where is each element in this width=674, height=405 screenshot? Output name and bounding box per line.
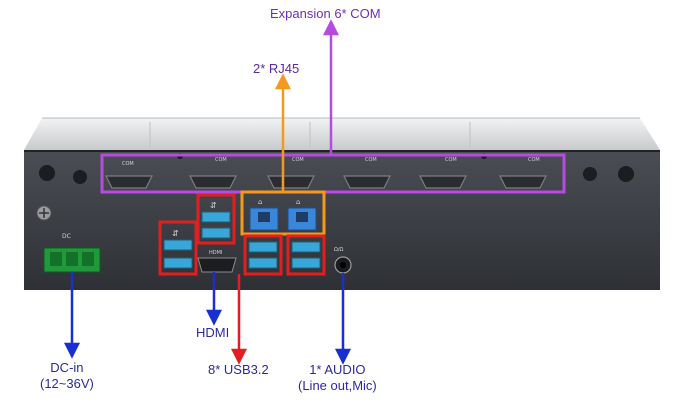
com-port: COM [267, 157, 315, 189]
com-port: COM [105, 161, 153, 189]
usb-arrow [230, 274, 248, 365]
lan-icon: ⌂ [296, 198, 300, 206]
com-port-label: COM [365, 157, 377, 163]
dc-label: DC [62, 233, 71, 240]
audio-label: 1* AUDIO (Line out,Mic) [298, 362, 377, 394]
hdmi-port-label: HDMI [209, 250, 222, 256]
chassis-top [24, 117, 660, 150]
hdmi-arrow [205, 272, 223, 326]
com-port-label: COM [528, 157, 540, 163]
com-port: COM [189, 157, 237, 189]
com-arrow [322, 19, 340, 155]
hdmi-port: HDMI [197, 250, 237, 273]
lan-icon: ⌂ [258, 198, 262, 206]
com-port-label: COM [215, 157, 227, 163]
com-port: COM [343, 157, 391, 189]
com-port: COM [419, 157, 467, 189]
com-port: COM [499, 157, 547, 189]
audio-label-line1: 1* AUDIO [309, 362, 366, 377]
usb-icon: ⇵ [210, 201, 217, 210]
com-ports: COM COM COM COM COM COM [105, 157, 547, 189]
dcin-label-line1: DC-in [50, 360, 84, 375]
com-port-label: COM [445, 157, 457, 163]
expansion-com-label: Expansion 6* COM [270, 6, 381, 21]
usb-ports: ⇵ ⇵ [163, 201, 321, 269]
dcin-label: DC-in (12~36V) [40, 360, 94, 392]
hdmi-label: HDMI [196, 325, 230, 340]
com-callout-box [100, 153, 566, 194]
com-port-label: COM [122, 161, 134, 167]
dc-in-terminal: DC [43, 233, 101, 273]
rj45-ports: ⌂ ⌂ [249, 198, 317, 231]
audio-jack-label: Ω/Ω [334, 247, 344, 253]
usb-callout-boxes [158, 193, 326, 276]
dcin-label-line2: (12~36V) [40, 376, 94, 391]
rj45-label: 2* RJ45 [253, 61, 300, 76]
usb-label: 8* USB3.2 [208, 362, 269, 377]
com-port-label: COM [292, 157, 304, 163]
rj45-arrow [274, 73, 292, 192]
dcin-arrow [63, 272, 81, 359]
ground-screw [36, 205, 52, 221]
usb-icon: ⇵ [172, 229, 179, 238]
audio-label-line2: (Line out,Mic) [298, 378, 377, 393]
audio-arrow [334, 273, 352, 365]
